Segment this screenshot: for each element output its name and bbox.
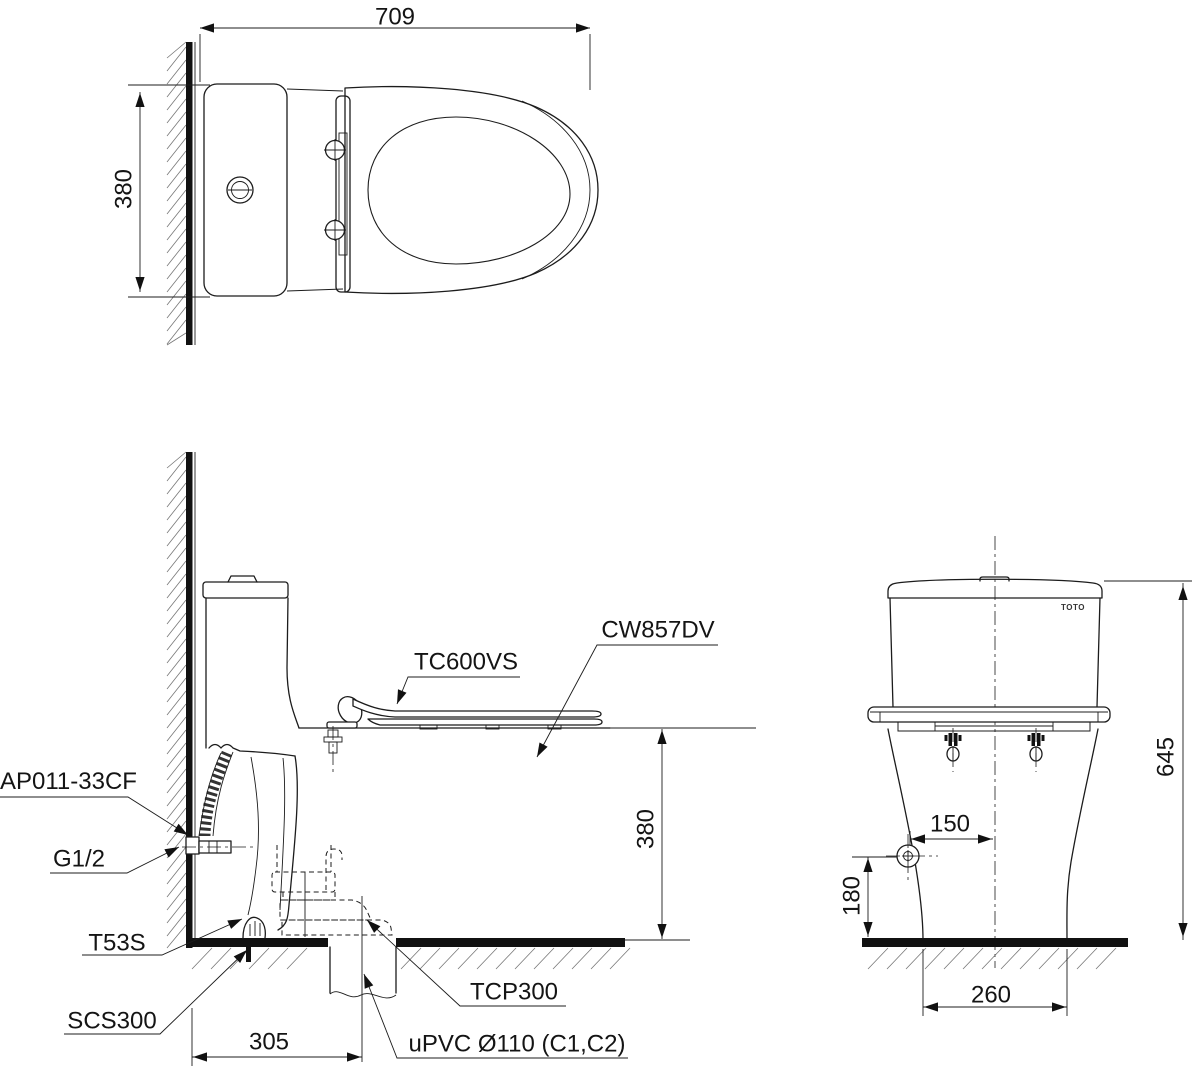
seat-fixing-bolt bbox=[323, 726, 343, 773]
dimension-arrowheads bbox=[135, 23, 1188, 1062]
floor-section bbox=[186, 938, 328, 947]
wall-section-top bbox=[186, 42, 193, 345]
tank-side-lid bbox=[202, 581, 289, 599]
dim-top-depth: 380 bbox=[110, 168, 138, 210]
side-view-drawing bbox=[0, 451, 756, 1066]
label-bowl-model: CW857DV bbox=[601, 616, 715, 644]
label-thread-size: G1/2 bbox=[52, 845, 106, 873]
bowl-front-right bbox=[1066, 728, 1099, 941]
label-trap-set: TCP300 bbox=[469, 978, 559, 1006]
dim-front-supply-height: 180 bbox=[838, 875, 866, 917]
brand-logo: TOTO bbox=[1061, 602, 1085, 612]
dim-front-base-width: 260 bbox=[970, 981, 1012, 1009]
tank-top-outline bbox=[203, 83, 288, 297]
seat-front-band bbox=[867, 706, 1111, 732]
dim-top-width: 709 bbox=[374, 3, 416, 31]
dim-front-supply-offset: 150 bbox=[929, 810, 971, 838]
inlet-hose bbox=[199, 750, 233, 837]
tank-front-lid bbox=[887, 578, 1103, 599]
leader-lines bbox=[0, 644, 718, 1059]
flush-button-top bbox=[226, 176, 254, 204]
label-angle-valve: T53S bbox=[88, 929, 146, 957]
front-view-drawing bbox=[852, 536, 1192, 1016]
dim-side-rim-height: 380 bbox=[632, 808, 660, 850]
seat-inner-ring bbox=[367, 116, 571, 265]
label-floor-set: SCS300 bbox=[67, 1007, 157, 1035]
wall-section-side bbox=[186, 452, 193, 948]
dim-front-total-height: 645 bbox=[1152, 736, 1180, 778]
tank-front-body bbox=[889, 597, 1101, 708]
label-drain-pipe: uPVC Ø110 (C1,C2) bbox=[408, 1030, 626, 1058]
label-inlet-hose: AP011-33CF bbox=[0, 768, 137, 795]
concealed-trap-dashed bbox=[271, 845, 393, 937]
floor-section-front bbox=[862, 938, 1128, 947]
seat-side-profile bbox=[326, 696, 603, 730]
dim-side-drain-offset: 305 bbox=[248, 1028, 290, 1056]
hinge-bolts-front bbox=[944, 728, 1045, 772]
top-view-drawing bbox=[128, 27, 599, 346]
supply-point bbox=[886, 834, 938, 880]
label-seat-model: TC600VS bbox=[413, 648, 519, 676]
hinge-bolt bbox=[324, 219, 346, 241]
supply-fitting bbox=[182, 836, 253, 855]
seat-lid-top-outline bbox=[344, 85, 599, 295]
hinge-bolt bbox=[324, 139, 346, 161]
floor-anchor bbox=[246, 941, 251, 962]
seat-hinge-plate bbox=[335, 95, 351, 293]
tank-side-body bbox=[205, 597, 300, 746]
bowl-back-pedestal bbox=[205, 743, 298, 939]
bowl-front-left bbox=[887, 728, 924, 941]
drain-pipe bbox=[329, 896, 397, 1062]
